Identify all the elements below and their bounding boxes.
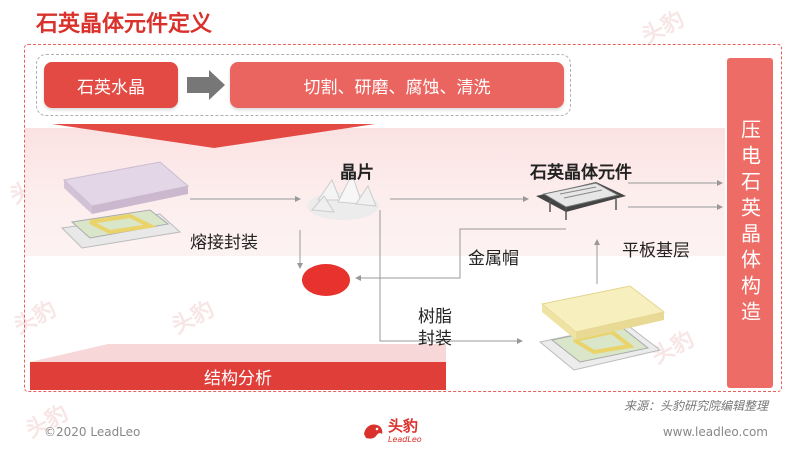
resin-package-illustration (538, 285, 666, 371)
side-structure-bar: 压电石英晶体构造 (727, 58, 773, 388)
side-structure-text: 压电石英晶体构造 (737, 119, 762, 327)
brand-logo: 头豹 LeadLeo (362, 418, 422, 444)
welded-package-illustration (60, 161, 190, 249)
label-component: 石英晶体元件 (530, 163, 632, 183)
label-wafer: 晶片 (340, 163, 374, 183)
label-resin-2: 封装 (418, 329, 452, 349)
process-steps-box: 切割、研磨、腐蚀、清洗 (230, 62, 564, 108)
structure-analysis-bar: 结构分析 (30, 362, 446, 390)
structure-base-shape (30, 344, 446, 362)
quartz-crystal-box: 石英水晶 (44, 62, 178, 108)
crystal-wafer-illustration (307, 172, 379, 220)
gray-arrow-icon (187, 70, 225, 100)
website-link[interactable]: www.leadleo.com (662, 425, 768, 439)
dashed-frame (24, 44, 782, 392)
source-note: 来源：头豹研究院编辑整理 (623, 399, 768, 413)
label-resin-1: 树脂 (418, 307, 452, 327)
label-welding: 熔接封装 (190, 233, 258, 253)
leopard-logo-icon (364, 424, 383, 439)
red-dot-marker (302, 264, 350, 296)
quartz-component-illustration (536, 182, 626, 220)
label-metal-cap: 金属帽 (468, 249, 519, 269)
label-flat-base: 平板基层 (622, 241, 690, 261)
funnel-shape (52, 124, 375, 148)
brand-name: 头豹 (388, 416, 419, 435)
page-title: 石英晶体元件定义 (36, 12, 213, 37)
process-group (36, 54, 571, 116)
brand-sub: LeadLeo (388, 434, 422, 444)
copyright: ©2020 LeadLeo (44, 425, 141, 439)
